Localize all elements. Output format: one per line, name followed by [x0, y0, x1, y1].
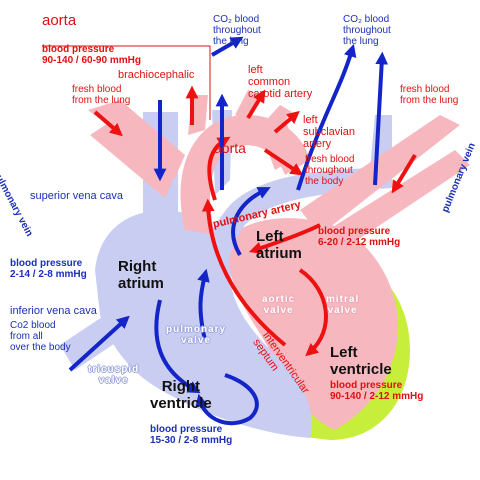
arrow-ra-rv — [154, 299, 201, 394]
right-atrium-label: Right atrium — [118, 258, 164, 292]
arrow-co2-lung-3 — [296, 43, 357, 191]
arrow-co2-top — [211, 36, 244, 57]
arrow-lung-left — [93, 110, 123, 137]
arrow-body — [263, 148, 304, 176]
co2-lung-label-2: CO₂ blood throughout the lung — [343, 14, 391, 47]
co2-lung-label-1: CO₂ blood throughout the lung — [213, 14, 261, 47]
fresh-blood-lung-right-label: fresh blood from the lung — [400, 84, 459, 106]
arrow-ivc-up — [68, 315, 130, 372]
aorta-mid-label: aorta — [214, 140, 246, 156]
arrow-pa-up — [231, 187, 271, 257]
tricuspid-valve-label: tricuspid valve — [88, 364, 140, 386]
pulmonary-vein-right-band-2 — [320, 150, 470, 255]
fresh-blood-lung-left-label: fresh blood from the lung — [72, 84, 131, 106]
superior-vena-cava-label: superior vena cava — [30, 190, 123, 202]
left-common-carotid-label: left common carotid artery — [248, 64, 313, 100]
arrow-subclavian — [273, 110, 300, 134]
arrow-co2-lung-2 — [373, 51, 389, 186]
co2-body-label: Co2 blood from all over the body — [10, 320, 71, 353]
fresh-blood-body-label: fresh blood throughout the body — [305, 154, 355, 187]
right-ventricle-label: Right ventricle — [150, 378, 212, 412]
aorta-label: aorta — [42, 12, 77, 29]
aorta-blood-pressure: blood pressure 90-140 / 60-90 mmHg — [42, 44, 141, 66]
left-ventricle-blood-pressure: blood pressure 90-140 / 2-12 mmHg — [330, 380, 424, 402]
arrow-carotid — [246, 89, 266, 120]
aortic-valve-label: aortic valve — [262, 294, 296, 316]
right-ventricle-blood-pressure: blood pressure 15-30 / 2-8 mmHg — [150, 424, 233, 446]
arrow-lv-aorta — [201, 198, 287, 347]
left-heart-chambers — [225, 218, 399, 430]
right-atrium-blood-pressure: blood pressure 2-14 / 2-8 mmHg — [10, 258, 87, 280]
aorta-descending — [260, 120, 300, 170]
mitral-valve-label: mitral valve — [326, 294, 360, 316]
arrow-rv-pa — [197, 268, 210, 341]
arrow-pv-right — [248, 223, 321, 255]
pulmonary-vein-right-band — [300, 115, 460, 235]
left-subclavian-label: left subclavian artery — [303, 114, 355, 150]
left-ventricle-label: Left ventricle — [330, 344, 392, 378]
arrow-lung-right — [391, 153, 417, 194]
aorta-branches — [188, 90, 292, 135]
arrow-rv-loop — [195, 373, 259, 426]
arrow-la-lv — [298, 268, 328, 357]
pulmonary-valve-label: pulmonary valve — [166, 324, 227, 346]
brachiocephalic-label: brachiocephalic — [118, 69, 195, 81]
inferior-vena-cava-label: inferior vena cava — [10, 305, 97, 317]
left-atrium-label: Left atrium — [256, 228, 302, 262]
left-atrium-blood-pressure: blood pressure 6-20 / 2-12 mmHg — [318, 226, 401, 248]
aorta-pointer — [42, 45, 211, 120]
